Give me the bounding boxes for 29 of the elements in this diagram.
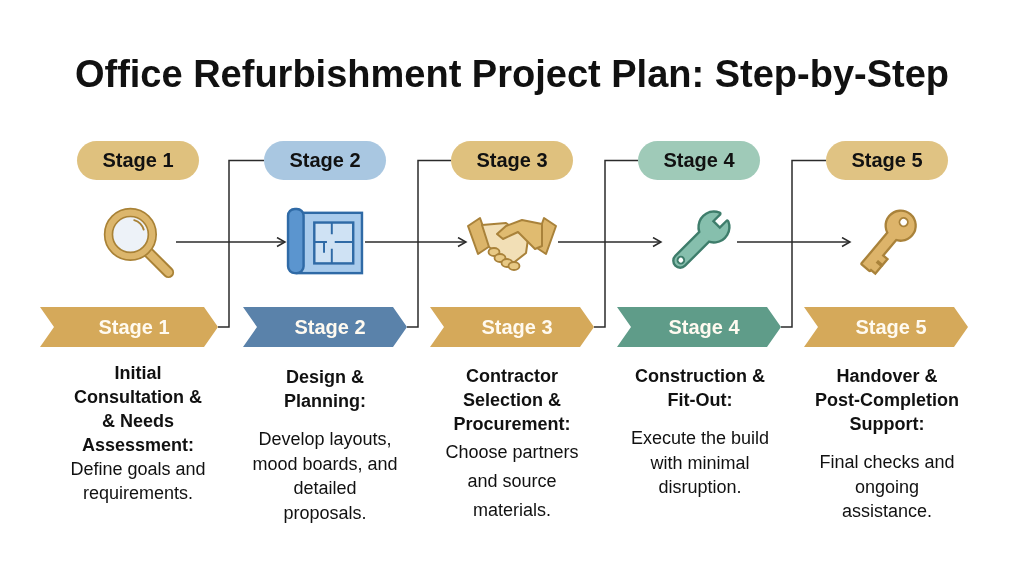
stage-pill: Stage 2 <box>264 141 386 180</box>
stage-heading: Initial Consultation & & Needs Assessment: <box>73 362 203 457</box>
stage-heading: Handover & Post-Completion Support: <box>814 365 960 436</box>
stage-banner: Stage 3 <box>430 307 594 347</box>
stage-description: Execute the build with minimal disruption. <box>629 427 771 499</box>
stage-heading: Design & Planning: <box>283 366 367 413</box>
arrow <box>175 236 286 248</box>
stage-description: Develop layouts, mood boards, and detailed proposals. <box>252 428 398 525</box>
diagram-title: Office Refurbishment Project Plan: Step-by-Step <box>74 52 950 97</box>
stage-banner: Stage 4 <box>617 307 781 347</box>
connector-line <box>406 159 452 328</box>
stage-description: Final checks and ongoing assistance. <box>818 451 956 523</box>
arrow <box>557 236 662 248</box>
stage-pill: Stage 4 <box>638 141 760 180</box>
connector-line <box>780 159 827 328</box>
stage-description: Choose partners and source materials. <box>444 441 580 522</box>
stage-banner: Stage 1 <box>40 307 218 347</box>
connector-line <box>593 159 639 328</box>
stage-heading: Construction & Fit-Out: <box>634 365 766 412</box>
arrow <box>364 236 467 248</box>
stage-pill: Stage 3 <box>451 141 573 180</box>
connector-line <box>217 159 265 328</box>
stage-pill: Stage 5 <box>826 141 948 180</box>
stage-banner: Stage 5 <box>804 307 968 347</box>
stage-banner: Stage 2 <box>243 307 407 347</box>
stage-heading: Contractor Selection & Procurement: <box>452 365 572 436</box>
stage-pill: Stage 1 <box>77 141 199 180</box>
stage-description: Define goals and requirements. <box>69 458 207 505</box>
arrow <box>736 236 851 248</box>
